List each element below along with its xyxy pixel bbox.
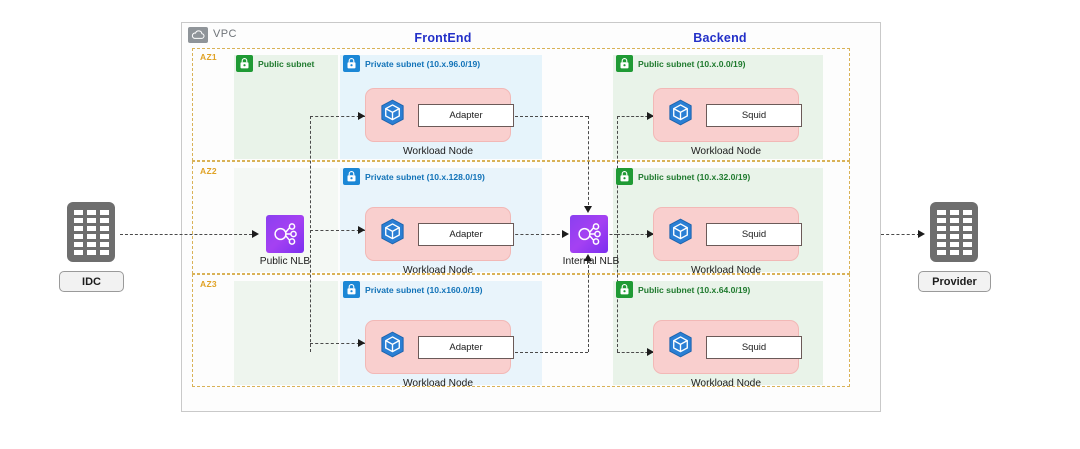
link-public-nlb-to-adapter-az2 [310, 230, 365, 231]
arrowhead-squid-az1 [647, 112, 654, 120]
workload-node-frontend-az1[interactable]: Adapter [365, 88, 514, 142]
az2-label: AZ2 [200, 166, 217, 176]
arrowhead-internal-nlb-top [584, 206, 592, 213]
subnet-label-backend-az3: Public subnet (10.x.64.0/19) [638, 284, 751, 295]
workload-node-caption-backend-az3: Workload Node [690, 378, 762, 389]
public-nlb-label: Public NLB [259, 256, 311, 267]
blue-lock-icon [343, 281, 360, 298]
link-idc-to-public-nlb [120, 234, 252, 235]
arrowhead-squid-az3 [647, 348, 654, 356]
link-rail-to-squid-az3 [617, 352, 653, 353]
workload-node-frontend-az2[interactable]: Adapter [365, 207, 514, 261]
az1-label: AZ1 [200, 52, 217, 62]
green-lock-icon [616, 55, 633, 72]
vpc-cloud-icon [188, 27, 208, 43]
column-title-backend: Backend [693, 31, 747, 45]
provider-label: Provider [918, 271, 991, 292]
link-adapter-az2-to-internal-nlb [510, 234, 565, 235]
internal-nlb-label: Internal NLB [562, 256, 620, 267]
public-subnet-band-az3 [234, 281, 338, 385]
workload-node-caption-backend-az2: Workload Node [690, 265, 762, 276]
link-vpc-to-provider [881, 234, 920, 235]
service-label-adapter: Adapter [418, 222, 514, 246]
workload-node-caption-frontend-az3: Workload Node [402, 378, 474, 389]
subnet-label-frontend-az1: Private subnet (10.x.96.0/19) [365, 58, 481, 69]
container-cube-icon [378, 98, 407, 132]
arrowhead-internal-nlb-left [562, 230, 569, 238]
link-adapter-az3-to-rail [510, 352, 588, 353]
server-window-grid [73, 209, 109, 255]
blue-lock-icon [343, 55, 360, 72]
availability-zone-az2 [192, 161, 850, 274]
container-cube-icon [666, 217, 695, 251]
link-internal-nlb-out [605, 234, 617, 235]
subnet-header-frontend-az1: Private subnet (10.x.96.0/19) [343, 55, 480, 72]
subnet-header-public-left: Public subnet [236, 55, 314, 72]
availability-zone-az1 [192, 48, 850, 161]
workload-node-caption-backend-az1: Workload Node [690, 146, 762, 157]
arrowhead-adapter-az2 [358, 226, 365, 234]
link-rail-top-to-internal-nlb [588, 116, 589, 210]
subnet-header-frontend-az2: Private subnet (10.x.128.0/19) [343, 168, 485, 185]
workload-node-caption-frontend-az1: Workload Node [402, 146, 474, 157]
server-window-grid [936, 209, 972, 255]
service-label-squid: Squid [706, 222, 802, 246]
arrowhead-squid-az2 [647, 230, 654, 238]
subnet-label-backend-az2: Public subnet (10.x.32.0/19) [638, 171, 751, 182]
green-lock-icon [236, 55, 253, 72]
link-adapter-az1-to-rail [510, 116, 588, 117]
link-public-nlb-to-adapter-az1 [310, 116, 365, 117]
az3-label: AZ3 [200, 279, 217, 289]
green-lock-icon [616, 281, 633, 298]
subnet-header-backend-az2: Public subnet (10.x.32.0/19) [616, 168, 750, 185]
idc-label: IDC [59, 271, 124, 292]
workload-node-frontend-az3[interactable]: Adapter [365, 320, 514, 374]
arrowhead-adapter-az1 [358, 112, 365, 120]
workload-node-caption-frontend-az2: Workload Node [402, 265, 474, 276]
workload-node-backend-az2[interactable]: Squid [653, 207, 802, 261]
container-cube-icon [666, 330, 695, 364]
public-nlb-icon[interactable] [266, 215, 304, 253]
blue-lock-icon [343, 168, 360, 185]
link-rail-to-squid-az1 [617, 116, 653, 117]
datacenter-server-icon [67, 202, 115, 262]
arrowhead-provider [918, 230, 925, 238]
subnet-label-public-left: Public subnet [258, 58, 315, 69]
green-lock-icon [616, 168, 633, 185]
public-subnet-band-az1 [234, 55, 338, 159]
arrowhead-public-nlb-in [252, 230, 259, 238]
subnet-header-backend-az3: Public subnet (10.x.64.0/19) [616, 281, 750, 298]
arrowhead-internal-nlb-bottom [584, 254, 592, 261]
subnet-label-frontend-az3: Private subnet (10.x160.0/19) [365, 284, 483, 295]
service-label-squid: Squid [706, 103, 802, 127]
datacenter-server-icon [930, 202, 978, 262]
service-label-squid: Squid [706, 335, 802, 359]
internal-nlb-icon[interactable] [570, 215, 608, 253]
link-public-nlb-to-adapter-az3 [310, 343, 365, 344]
subnet-header-frontend-az3: Private subnet (10.x160.0/19) [343, 281, 483, 298]
subnet-label-frontend-az2: Private subnet (10.x.128.0/19) [365, 171, 485, 182]
container-cube-icon [378, 217, 407, 251]
workload-node-backend-az1[interactable]: Squid [653, 88, 802, 142]
arrowhead-adapter-az3 [358, 339, 365, 347]
link-rail-to-squid-az2 [617, 234, 653, 235]
link-rail-bottom-to-internal-nlb [588, 260, 589, 352]
vpc-label: VPC [213, 28, 237, 40]
service-label-adapter: Adapter [418, 103, 514, 127]
column-title-frontend: FrontEnd [414, 31, 472, 45]
container-cube-icon [666, 98, 695, 132]
link-public-nlb-rail [310, 116, 311, 352]
workload-node-backend-az3[interactable]: Squid [653, 320, 802, 374]
availability-zone-az3 [192, 274, 850, 387]
subnet-header-backend-az1: Public subnet (10.x.0.0/19) [616, 55, 745, 72]
container-cube-icon [378, 330, 407, 364]
service-label-adapter: Adapter [418, 335, 514, 359]
subnet-label-backend-az1: Public subnet (10.x.0.0/19) [638, 58, 746, 69]
